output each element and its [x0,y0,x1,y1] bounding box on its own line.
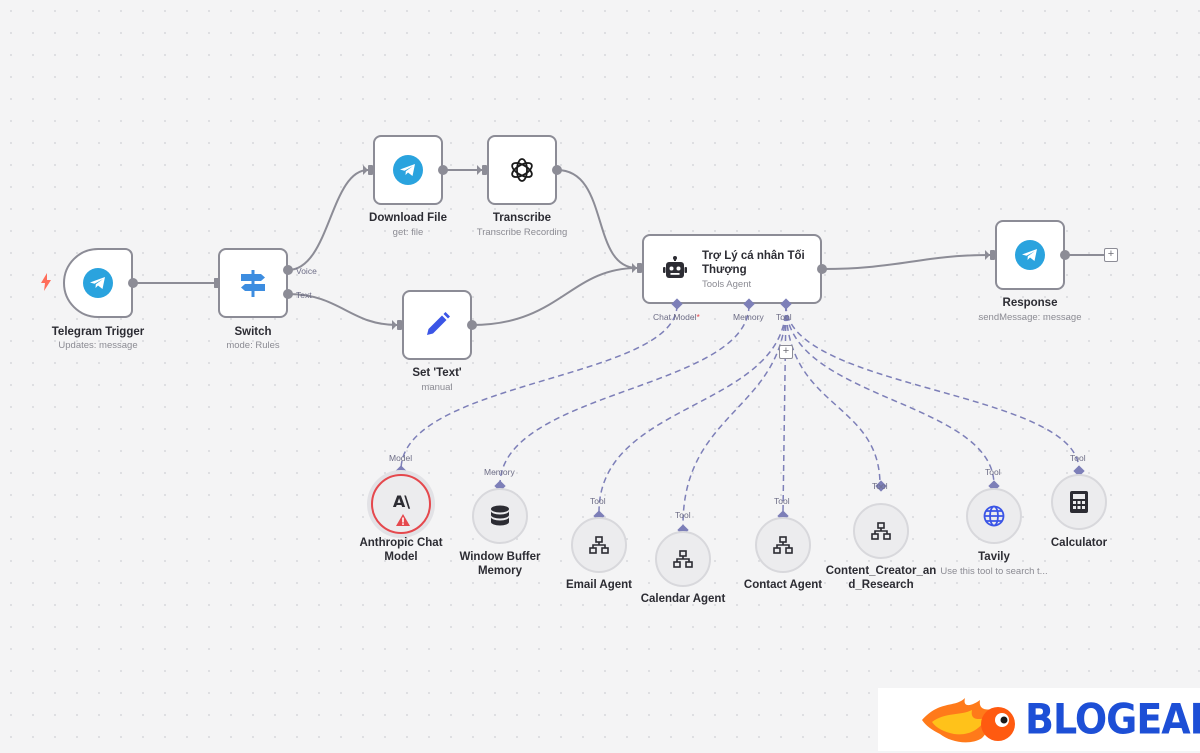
anthropic-port-label: Model [389,453,413,463]
fire-fish-logo [920,690,1020,753]
telegram-icon [393,155,423,185]
agent-title: Trợ Lý cá nhân Tối Thượng [702,249,805,276]
edge-memory [499,304,750,486]
robot-icon [663,256,687,278]
download-file-node[interactable] [373,135,443,205]
agent-chat-model-label: Chat Model* [653,312,700,322]
telegram-trigger-subtitle: Updates: message [58,340,138,351]
response-node[interactable] [995,220,1065,290]
download-file-subtitle: get: file [392,227,424,238]
content-creator-port-label: Tool [872,481,888,491]
telegram-trigger-output-port[interactable] [128,278,138,288]
calculator-node[interactable] [1051,474,1107,530]
calculator-icon [1070,491,1088,513]
database-icon [491,505,509,526]
edge-tool-email [598,304,787,513]
tavily-title: Tavily [978,551,1010,563]
contact-agent-node[interactable] [755,517,811,573]
contact-agent-title: Contact Agent [743,579,823,591]
tavily-port-label: Tool [985,467,1001,477]
calculator-title: Calculator [1050,537,1108,549]
calendar-agent-port-label: Tool [675,510,691,520]
add-tool-button[interactable]: + [779,345,793,359]
transcribe-subtitle: Transcribe Recording [476,227,568,238]
anthropic-chat-model-node[interactable]: A\ [371,474,431,534]
switch-voice-output-port[interactable] [283,265,293,275]
download-file-output-port[interactable] [438,165,448,175]
trigger-bolt-icon [40,273,52,296]
watermark-text: BLOGEAI [1025,694,1200,744]
globe-icon [983,505,1005,527]
workflow-icon [589,536,609,554]
calendar-agent-node[interactable] [655,531,711,587]
agent-output-port[interactable] [817,264,827,274]
telegram-trigger-node[interactable] [63,248,133,318]
agent-memory-label: Memory [733,312,764,322]
edge-tool-contact [782,304,787,513]
edge-tool-calculator [785,304,1080,471]
add-node-button[interactable]: + [1104,248,1118,262]
email-agent-title: Email Agent [565,579,633,591]
transcribe-node[interactable] [487,135,557,205]
response-output-port[interactable] [1060,250,1070,260]
openai-icon [511,158,533,182]
switch-subtitle: mode: Rules [226,340,280,351]
switch-title: Switch [234,326,272,338]
ai-agent-node[interactable]: Trợ Lý cá nhân Tối Thượng Tools Agent [642,234,822,304]
transcribe-title: Transcribe [492,212,552,224]
download-file-input-port[interactable] [368,165,373,175]
workflow-icon [871,522,891,540]
download-file-title: Download File [369,212,447,224]
edge-tool-content [785,304,881,486]
set-text-input-port[interactable] [397,320,402,330]
memory-title: Window Buffer Memory [459,551,541,577]
set-text-node[interactable] [402,290,472,360]
tavily-node[interactable] [966,488,1022,544]
anthropic-title: Anthropic Chat Model [359,537,443,563]
calculator-port-label: Tool [1070,453,1086,463]
switch-node[interactable] [218,248,288,318]
workflow-icon [673,550,693,568]
edge-agent-response [821,254,991,270]
telegram-trigger-title: Telegram Trigger [51,326,145,338]
set-text-title: Set 'Text' [412,367,462,379]
agent-subtitle: Tools Agent [702,278,752,290]
contact-agent-port-label: Tool [774,496,790,506]
pencil-icon [427,312,450,335]
set-text-subtitle: manual [421,382,453,393]
edge-tool-tavily [785,304,995,486]
switch-text-output-port[interactable] [283,289,293,299]
telegram-icon [83,268,113,298]
switch-text-label: Text [296,290,312,300]
tavily-subtitle: Use this tool to search t... [940,566,1048,577]
memory-port-label: Memory [484,467,515,477]
telegram-icon [1015,240,1045,270]
set-text-output-port[interactable] [467,320,477,330]
response-title: Response [1002,297,1058,309]
agent-tool-label: Tool [776,312,792,322]
response-subtitle: sendMessage: message [978,312,1082,323]
switch-voice-label: Voice [296,266,317,276]
edge-settext-agent [471,267,638,326]
switch-input-port[interactable] [214,278,219,288]
email-agent-port-label: Tool [590,496,606,506]
edge-tool-calendar [682,304,787,526]
response-input-port[interactable] [990,250,995,260]
signpost-icon [241,270,265,297]
agent-input-port[interactable] [637,263,642,273]
calendar-agent-title: Calendar Agent [640,593,726,605]
content-creator-node[interactable] [853,503,909,559]
transcribe-output-port[interactable] [552,165,562,175]
email-agent-node[interactable] [571,517,627,573]
anthropic-icon: A\ [392,491,410,511]
workflow-icon [773,536,793,554]
window-buffer-memory-node[interactable] [472,488,528,544]
transcribe-input-port[interactable] [482,165,487,175]
warning-icon [396,514,410,526]
